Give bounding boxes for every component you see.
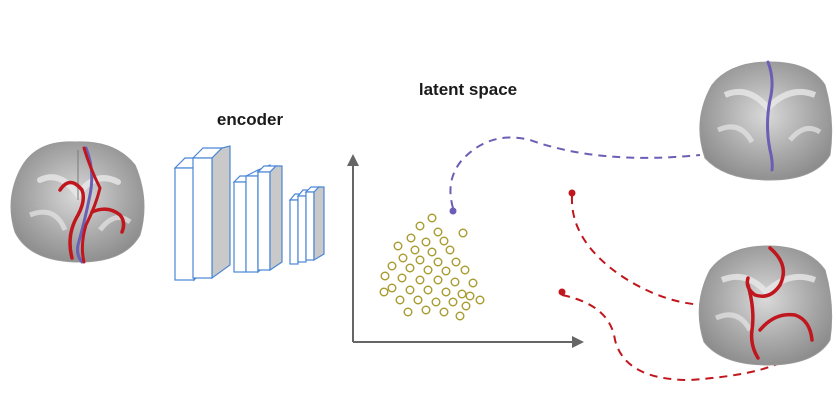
latent-point [433,275,443,285]
latent-point [423,285,433,295]
encoder-layer-3 [288,186,325,265]
encoder-blocks [173,145,325,282]
latent-point-red-1 [568,189,576,197]
encoder-layer-2 [232,164,283,274]
latent-point [379,287,389,297]
latent-point [460,265,470,275]
latent-point [405,285,415,295]
latent-point [455,311,465,321]
latent-point [410,245,420,255]
output-brain-bottom [698,245,833,366]
latent-point [427,213,437,223]
latent-point [433,227,443,237]
latent-axes [347,154,584,348]
purple-mapping-curve [449,136,701,209]
latent-point [421,305,431,315]
latent-point [431,297,441,307]
latent-point [458,228,468,238]
encoder-layer-1 [173,145,231,282]
latent-point [405,263,415,273]
latent-point [415,221,425,231]
latent-point [393,241,403,251]
output-tract-purple [766,60,774,172]
latent-point [423,265,433,275]
latent-point [433,257,443,267]
input-brain [10,141,145,264]
latent-point [406,233,416,243]
latent-point [413,295,423,305]
latent-point [441,287,451,297]
latent-point [398,253,408,263]
latent-point [461,301,471,311]
latent-point [450,277,460,287]
latent-point [387,261,397,271]
latent-point-red-2 [558,288,566,296]
latent-point [415,255,425,265]
brain-slice-icon [698,245,833,366]
latent-point [465,291,475,301]
latent-point [439,236,449,246]
red-mapping-curve-2 [561,294,786,382]
latent-point [395,295,405,305]
latent-point [445,245,455,255]
latent-point [427,247,437,257]
latent-point [451,257,461,267]
latent-point [441,266,451,276]
latent-point [457,289,467,299]
latent-point [448,297,458,307]
latent-point [403,307,413,317]
output-tracts-red [745,246,814,360]
encoder-label: encoder [217,110,284,129]
latent-point [421,237,431,247]
brain-slice-icon [699,61,833,181]
latent-point [387,283,397,293]
latent-point [475,295,485,305]
latent-point [380,271,390,281]
output-brain-top [699,60,833,181]
latent-point [468,278,478,288]
input-tracts [58,146,126,264]
latent-point-cloud [379,213,485,321]
latent-point [397,273,407,283]
latent-space-label: latent space [419,80,517,99]
latent-point [439,307,449,317]
latent-point [415,275,425,285]
brain-slice-icon [10,141,145,263]
latent-point-purple [449,207,457,215]
